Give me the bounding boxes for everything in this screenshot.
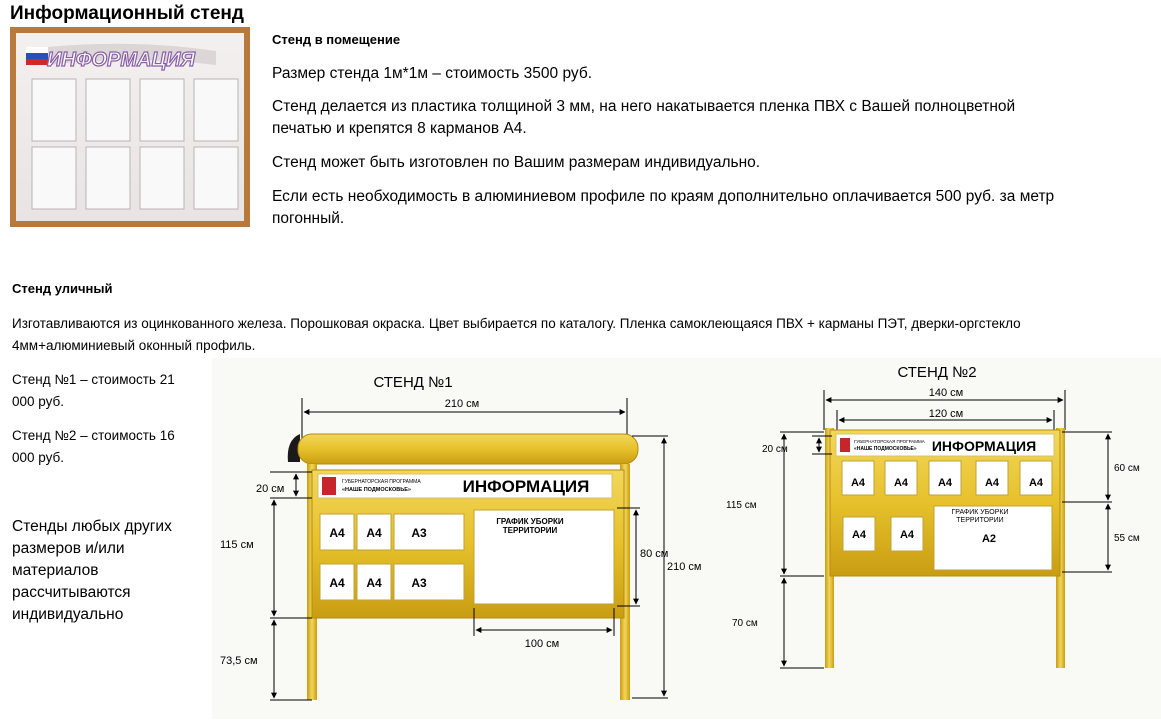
stand2-sign: ИНФОРМАЦИЯ (932, 438, 1036, 454)
street-heading: Стенд уличный (12, 281, 113, 296)
stand2: СТЕНД №2 140 см 120 см ГУБЕРНАТОРСКАЯ ПР… (726, 364, 1140, 669)
stand1-pocket: A4 (366, 576, 382, 590)
indoor-paragraph-size: Размер стенда 1м*1м – стоимость 3500 руб… (272, 65, 593, 82)
street-description: Изготавливаются из оцинкованного железа.… (12, 316, 1021, 353)
stand1-pocket: A3 (411, 576, 427, 590)
indoor-heading: Стенд в помещение (272, 32, 401, 47)
stand1-right-panel-width: 100 см (525, 638, 559, 650)
stand2-title: СТЕНД №2 (897, 364, 976, 381)
outdoor-stands-svg: СТЕНД №1 210 см ГУБЕРНАТОРСКАЯ ПРОГРАММА… (220, 364, 1140, 701)
stand1-pocket: A3 (411, 526, 427, 540)
indoor-paragraph-profile: Если есть необходимость в алюминиевом пр… (272, 188, 1055, 227)
stand1-program-line2: «НАШЕ ПОДМОСКОВЬЕ» (342, 487, 411, 493)
outdoor-stands-drawing: СТЕНД №1 210 см ГУБЕРНАТОРСКАЯ ПРОГРАММА… (212, 358, 1161, 719)
stand1-board-height: 115 см (220, 539, 254, 551)
stand2-big-pocket: A2 (982, 533, 996, 545)
custom-sizes-note: Стенды любых других размеров и/или матер… (12, 518, 172, 623)
stand1: СТЕНД №1 210 см ГУБЕРНАТОРСКАЯ ПРОГРАММА… (220, 374, 701, 701)
stand2-program-line2: «НАШЕ ПОДМОСКОВЬЕ» (854, 446, 917, 452)
stand2-inner-width: 120 см (929, 408, 963, 420)
stand1-price: Стенд №1 – стоимость 21 000 руб. (12, 372, 175, 409)
stand1-pocket: A4 (329, 576, 345, 590)
stand2-header-height: 20 см (762, 444, 788, 455)
stand2-program-line1: ГУБЕРНАТОРСКАЯ ПРОГРАММА (854, 439, 925, 444)
stand2-total-board: 115 см (726, 500, 757, 511)
stand2-pocket: A4 (938, 477, 953, 489)
stand2-schedule-line1: ГРАФИК УБОРКИ (952, 509, 1009, 516)
stand2-outer-width: 140 см (929, 387, 963, 399)
stand2-pocket: A4 (900, 529, 915, 541)
stand1-pocket: A4 (329, 526, 345, 540)
stand1-schedule-line1: ГРАФИК УБОРКИ (496, 517, 564, 526)
stand2-schedule-line2: ТЕРРИТОРИИ (956, 517, 1003, 524)
stand1-header-height: 20 см (256, 483, 284, 495)
stand1-program-line1: ГУБЕРНАТОРСКАЯ ПРОГРАММА (342, 479, 421, 485)
indoor-stand-illustration: ИНФОРМАЦИЯ (26, 43, 239, 210)
stand2-top-section: 60 см (1114, 463, 1140, 474)
stand2-pocket: A4 (851, 477, 866, 489)
stand2-pocket: A4 (1029, 477, 1044, 489)
stand2-pocket: A4 (852, 529, 867, 541)
stand1-pocket: A4 (366, 526, 382, 540)
stand1-title: СТЕНД №1 (373, 374, 452, 391)
photo-sign: ИНФОРМАЦИЯ (47, 49, 195, 71)
stand2-price: Стенд №2 – стоимость 16 000 руб. (12, 428, 175, 465)
stand2-pocket: A4 (894, 477, 909, 489)
stand1-leg-height: 73,5 см (220, 655, 258, 667)
stand2-leg-height: 70 см (732, 618, 758, 629)
stand2-bottom-section: 55 см (1114, 533, 1140, 544)
indoor-paragraph-material: Стенд делается из пластика толщиной 3 мм… (272, 98, 1016, 137)
stand1-sign: ИНФОРМАЦИЯ (463, 477, 590, 496)
stand2-pocket: A4 (985, 477, 1000, 489)
stand1-schedule-line2: ТЕРРИТОРИИ (503, 526, 558, 535)
stand1-width: 210 см (445, 398, 479, 410)
page-title: Информационный стенд (10, 3, 244, 24)
indoor-paragraph-custom: Стенд может быть изготовлен по Вашим раз… (272, 154, 761, 171)
stand1-total-height: 210 см (667, 561, 701, 573)
indoor-stand-photo: ИНФОРМАЦИЯ (10, 27, 250, 227)
